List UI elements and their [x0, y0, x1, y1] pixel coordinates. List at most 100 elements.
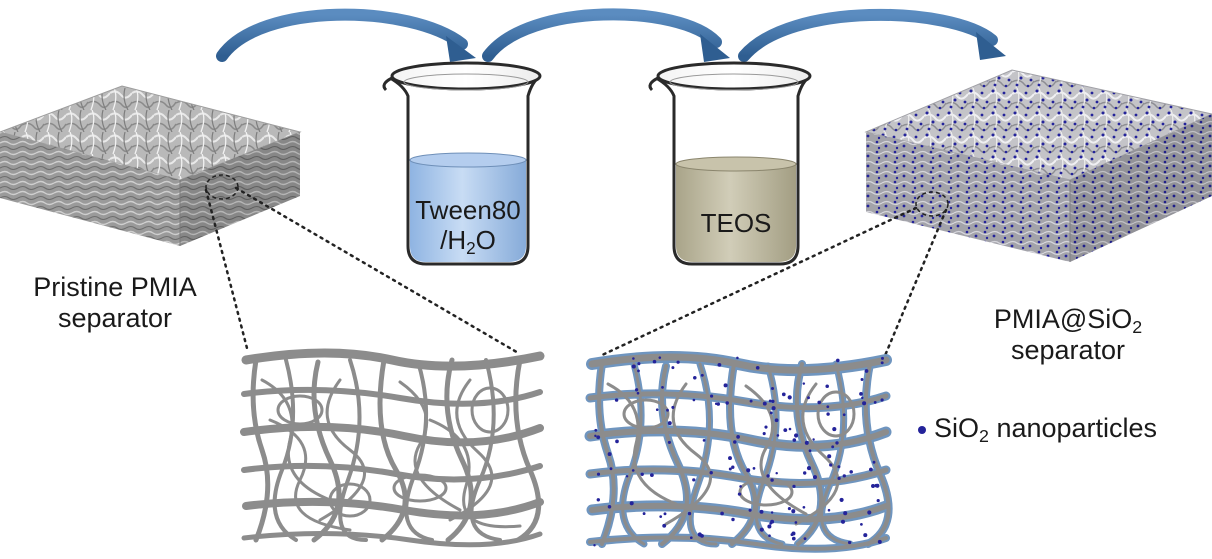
- nanoparticle-dot: [710, 394, 714, 398]
- nanoparticle-dot: [733, 440, 737, 444]
- nanoparticle-dot: [806, 466, 812, 471]
- pristine-label-line2: separator: [57, 303, 173, 334]
- teos-solution-label: TEOS: [700, 208, 772, 238]
- legend-label-suffix: nanoparticles: [988, 413, 1158, 443]
- coated-fiber-network: [584, 351, 893, 553]
- nanoparticle-dot: [615, 439, 619, 444]
- nanoparticle-dot: [860, 378, 864, 381]
- nanoparticle-dot: [714, 402, 718, 405]
- nanoparticle-dot: [659, 515, 663, 518]
- nanoparticle-dot: [720, 511, 724, 516]
- nanoparticle-dot: [774, 418, 779, 423]
- legend-label-subscript: 2: [979, 425, 989, 446]
- nanoparticle-dot: [614, 398, 619, 402]
- nanoparticle-dot: [787, 507, 791, 511]
- nanoparticle-dot: [874, 483, 878, 488]
- nanoparticle-dot: [762, 401, 767, 406]
- nanoparticle-dot: [607, 505, 612, 509]
- nanoparticle-dot: [807, 396, 810, 400]
- nanoparticle-dot: [880, 398, 884, 402]
- nanoparticle-dot: [723, 383, 728, 388]
- nanoparticle-dot: [728, 467, 732, 471]
- nanoparticle-dot: [827, 508, 831, 512]
- nanoparticle-dot: [842, 474, 846, 478]
- nanoparticle-dot: [736, 435, 740, 439]
- tween80-label-subscript: 2: [466, 237, 476, 258]
- nanoparticle-dot: [607, 452, 612, 457]
- nanoparticle-dot: [873, 400, 877, 404]
- nanoparticle-dot: [663, 512, 667, 516]
- nanoparticle-dot: [837, 476, 841, 481]
- nanoparticle-dot: [637, 362, 641, 366]
- nanoparticle-dot: [775, 471, 778, 475]
- nanoparticle-dot: [629, 501, 634, 506]
- beaker-tween80: [382, 61, 542, 266]
- nanoparticle-dot: [671, 405, 675, 409]
- nanoparticle-dot: [650, 473, 654, 477]
- nanoparticle-dot: [803, 471, 807, 475]
- nanoparticle-dot: [739, 485, 742, 488]
- nanoparticle-dot: [596, 472, 601, 476]
- nanoparticle-dot: [860, 523, 863, 526]
- nanoparticle-dot: [593, 543, 596, 547]
- nanoparticle-dot: [762, 432, 766, 436]
- coated-label-subscript: 2: [1132, 316, 1143, 337]
- nanoparticle-dot: [837, 465, 841, 469]
- nanoparticle-dot: [859, 392, 863, 396]
- nanoparticle-dot: [836, 358, 840, 363]
- nanoparticle-dot: [769, 522, 773, 525]
- nanoparticle-dot: [759, 527, 764, 532]
- nanoparticle-dot: [776, 434, 780, 437]
- nanoparticle-dot: [752, 467, 756, 470]
- nanoparticle-dot: [764, 425, 768, 429]
- nanoparticle-dot: [692, 478, 696, 482]
- coated-label-prefix: PMIA@SiO: [993, 304, 1133, 334]
- nanoparticle-dot: [594, 428, 598, 432]
- pristine-label-line1: Pristine PMIA: [33, 272, 197, 302]
- arrow-1: [216, 8, 476, 62]
- nanoparticle-dot: [655, 408, 659, 411]
- nanoparticle-dot: [667, 421, 672, 426]
- nanoparticle-dot: [661, 386, 664, 389]
- nanoparticle-dot: [662, 523, 667, 528]
- nanoparticle-dot: [770, 478, 774, 482]
- nanoparticle-dot: [716, 402, 720, 406]
- nanoparticle-dot: [700, 373, 704, 377]
- nanoparticle-dot: [596, 498, 600, 502]
- nanoparticle-dot: [709, 471, 713, 475]
- nanoparticle-dot: [609, 467, 613, 471]
- nanoparticle-dot: [770, 511, 774, 514]
- nanoparticle-dot: [731, 517, 735, 522]
- nanoparticle-dot: [790, 533, 794, 537]
- nanoparticle-dot: [835, 441, 839, 445]
- nanoparticle-dot: [826, 405, 830, 409]
- nanoparticle-dot: [792, 484, 796, 489]
- nanoparticle-dot: [636, 391, 640, 395]
- nanoparticle-dot: [594, 434, 597, 438]
- tween80-label-line1: Tween80: [415, 195, 521, 225]
- nanoparticle-dot: [632, 357, 635, 360]
- nanoparticle-dot: [831, 445, 835, 449]
- tween80-solution-label: Tween80 /H2O: [408, 195, 528, 258]
- nanoparticle-dot: [766, 474, 770, 478]
- nanoparticle-dot: [631, 364, 636, 369]
- nanoparticle-dot: [652, 359, 657, 364]
- nanoparticle-dot: [771, 387, 774, 390]
- nanoparticle-dot: [791, 536, 796, 541]
- nanoparticle-dot: [872, 460, 876, 464]
- nanoparticle-dot: [700, 534, 704, 538]
- nanoparticle-dot: [876, 499, 880, 503]
- nanoparticle-dot: [864, 369, 869, 373]
- nanoparticle-dot: [849, 470, 853, 474]
- nanoparticle-dot: [640, 472, 644, 477]
- nanoparticle-dot: [676, 360, 680, 364]
- nanoparticle-dot: [667, 440, 671, 444]
- nanoparticle-dot: [625, 475, 629, 478]
- nanoparticle-dot: [728, 456, 732, 461]
- nanoparticle-dot: [689, 536, 693, 540]
- nanoparticle-dot: [880, 361, 884, 365]
- nanoparticle-dot: [783, 428, 788, 432]
- nanoparticle-dot: [867, 510, 872, 515]
- coated-label-line2: separator: [1010, 335, 1126, 366]
